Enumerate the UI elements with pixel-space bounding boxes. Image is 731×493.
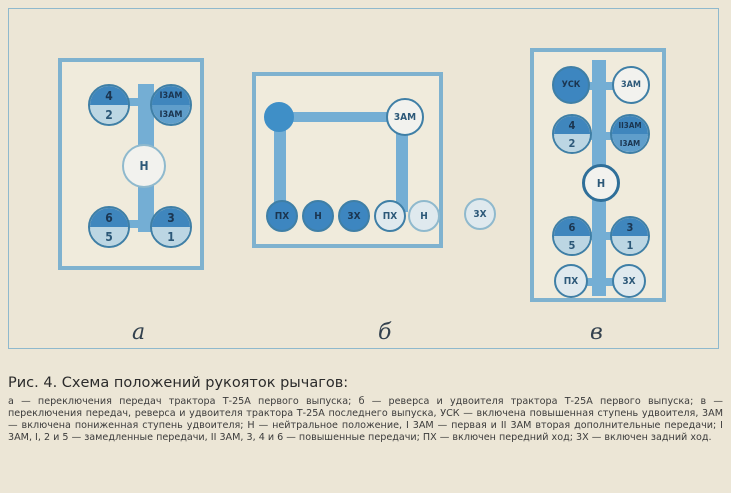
knob-gear-6-5: 6 5 (88, 206, 130, 248)
knob-label-bottom: I3AM (152, 105, 190, 124)
reverse-slot-left (274, 112, 286, 212)
handle-ball (264, 102, 294, 132)
knob-label: 3АМ (621, 80, 641, 90)
figure-frame (8, 8, 719, 349)
knob-label-bottom: 1 (612, 236, 648, 254)
panel-a: 4 2 I3AM I3AM Н 6 5 3 1 (58, 58, 204, 270)
knob-gear-6-5: 6 5 (552, 216, 592, 256)
shift-slot-h3 (562, 232, 642, 240)
knob-label: Н (420, 210, 428, 222)
knob-label-top: 4 (554, 116, 590, 134)
shift-slot-h1 (562, 82, 642, 90)
knob-px-2: ПХ (374, 200, 406, 232)
knob-3am: 3AM (386, 98, 424, 136)
knob-label-bottom: 5 (554, 236, 590, 254)
knob-n-1: Н (302, 200, 334, 232)
knob-zx-1: 3Х (338, 200, 370, 232)
panel-label-a: а (132, 320, 146, 345)
knob-label-top: 6 (554, 218, 590, 236)
knob-label-bottom: 2 (554, 134, 590, 152)
knob-usk: УСК (552, 66, 590, 104)
shift-slot-horizontal-bottom (98, 220, 178, 228)
knob-label-bottom: 2 (90, 105, 128, 124)
knob-label: Н (314, 210, 322, 222)
knob-label: 3Х (347, 210, 361, 222)
reverse-slot-right (396, 112, 408, 212)
knob-label: 3Х (473, 208, 487, 220)
knob-label-top: 3 (612, 218, 648, 236)
panel-b: 3AM ПХ Н 3Х ПХ Н (252, 72, 443, 248)
knob-3am: 3АМ (612, 66, 650, 104)
knob-label-top: I3AM (152, 86, 190, 105)
knob-label: 3AM (393, 111, 417, 123)
knob-label-top: 3 (152, 208, 190, 227)
shift-slot-horizontal-top (98, 98, 178, 106)
knob-px: ПХ (554, 264, 588, 298)
knob-px-1: ПХ (266, 200, 298, 232)
knob-label: ПХ (382, 210, 398, 222)
knob-label-top: 4 (90, 86, 128, 105)
knob-gear-3-1: 3 1 (150, 206, 192, 248)
knob-label-bottom: 5 (90, 227, 128, 246)
panel-label-v: в (590, 320, 603, 345)
knob-label: Н (596, 176, 606, 190)
panel-v: УСК 3АМ 4 2 II3AM I3AM Н 6 5 3 1 ПХ 3Х (530, 48, 666, 302)
shift-slot-h4 (562, 278, 642, 286)
knob-label: ПХ (563, 275, 579, 287)
knob-label-top: 6 (90, 208, 128, 227)
knob-zx: 3Х (612, 264, 646, 298)
knob-label: УСК (561, 80, 581, 90)
shift-slot-h2 (562, 132, 642, 140)
knob-label: ПХ (274, 210, 290, 222)
knob-zx-2: 3Х (464, 198, 496, 230)
knob-label: Н (139, 159, 149, 173)
knob-label-top: II3AM (612, 116, 648, 134)
knob-n-2: Н (408, 200, 440, 232)
knob-neutral: Н (582, 164, 620, 202)
knob-gear-i3am: I3AM I3AM (150, 84, 192, 126)
figure-caption-body: а — переключения передач трактора Т-25А … (8, 396, 723, 443)
knob-label: 3Х (622, 275, 636, 287)
figure-caption-title: Рис. 4. Схема положений рукояток рычагов… (8, 375, 349, 391)
knob-gear-4-2: 4 2 (552, 114, 592, 154)
knob-gear-4-2: 4 2 (88, 84, 130, 126)
knob-gear-ii3am-i3am: II3AM I3AM (610, 114, 650, 154)
knob-gear-3-1: 3 1 (610, 216, 650, 256)
knob-neutral: Н (122, 144, 166, 188)
panel-label-b: б (378, 320, 392, 345)
reverse-slot-top (274, 112, 402, 122)
knob-label-bottom: 1 (152, 227, 190, 246)
knob-label-bottom: I3AM (612, 134, 648, 152)
